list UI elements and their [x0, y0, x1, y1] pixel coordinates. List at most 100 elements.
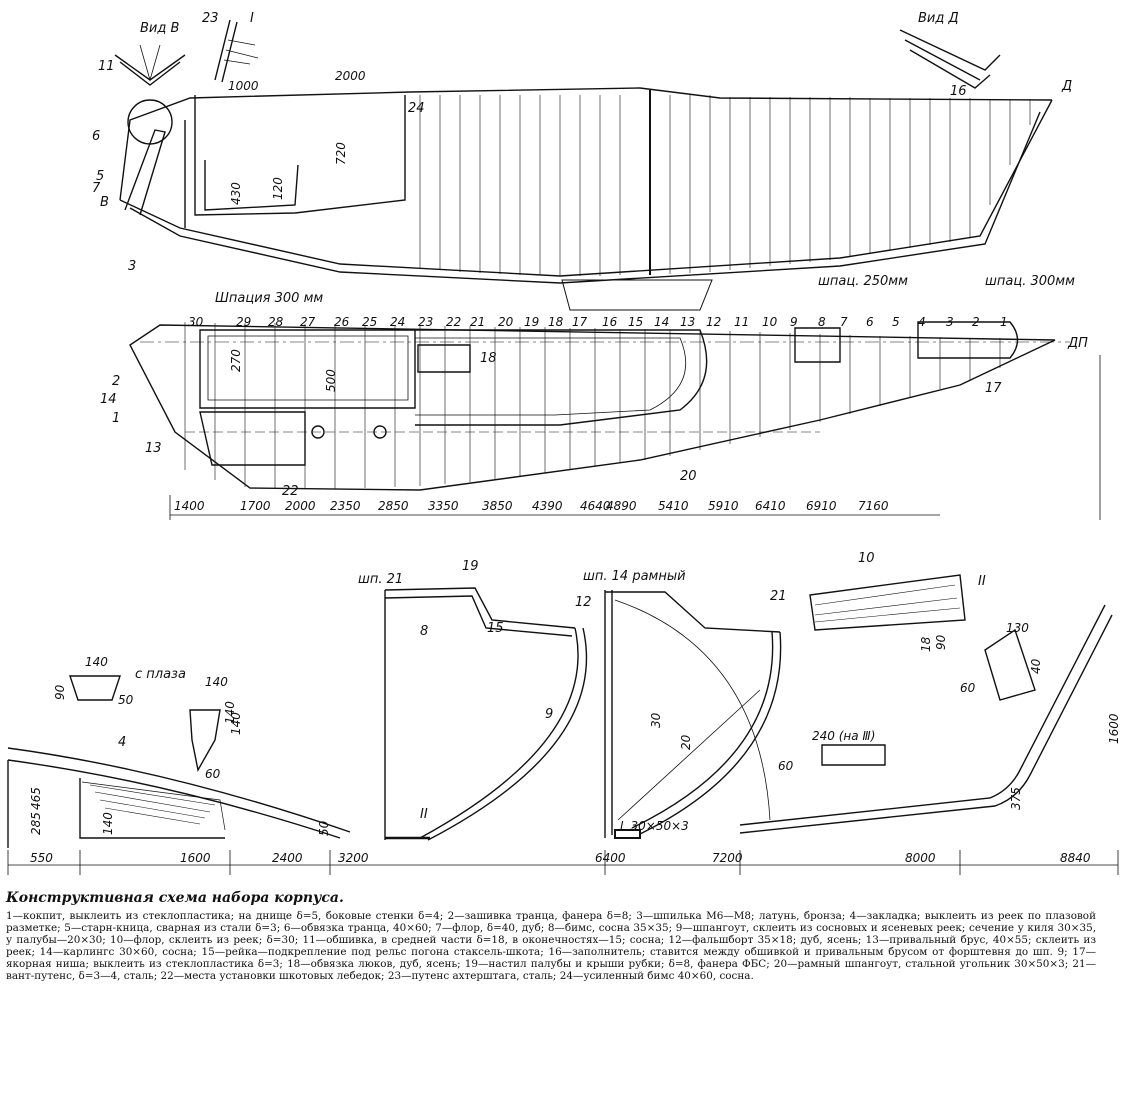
plan-dimension: 500: [324, 369, 338, 392]
station-number: 27: [300, 315, 316, 329]
winch-position: [373, 425, 387, 439]
station-number: 2: [972, 315, 980, 329]
station-number: 18: [548, 315, 564, 329]
station-number: 22: [446, 315, 461, 329]
hull-bottom-line: [119, 99, 1053, 277]
caption: Конструктивная схема набора корпуса. 1—к…: [6, 880, 1096, 983]
spacing-fwd-label: шпац. 300мм: [985, 274, 1075, 289]
part-number: 24: [408, 101, 425, 116]
station-number: 14: [654, 315, 669, 329]
part-number: 1: [112, 411, 120, 426]
profile-dimension: 1000: [228, 79, 259, 93]
bottom-offset-value: 550: [30, 851, 53, 865]
section-dimension: 90: [934, 634, 948, 650]
section-dimension: 465: [29, 787, 43, 810]
station-number: 17: [572, 315, 588, 329]
part-number: 11: [98, 59, 115, 74]
part-number: 19: [462, 559, 479, 574]
detail-2-label: II: [978, 574, 986, 589]
view-b-sketch: [114, 44, 186, 86]
part-number: 9: [545, 707, 553, 722]
section-dimension: 50: [118, 693, 134, 707]
plan-outline: [129, 324, 1056, 491]
part-number: 17: [985, 381, 1002, 396]
part-number: 12: [575, 595, 592, 610]
part-number: 8: [420, 624, 428, 639]
section-dimension: 90: [53, 684, 67, 700]
part-number: 5: [96, 169, 104, 184]
part-number: 18: [480, 351, 497, 366]
arrow-d-label: Д: [1061, 79, 1072, 94]
station-number: 4: [918, 315, 926, 329]
transom: [124, 129, 166, 216]
spacing-aft-label: Шпация 300 мм: [215, 291, 323, 306]
plan-dimensions: 270 500: [229, 349, 338, 392]
part-number: 22: [282, 484, 299, 499]
from-loft-label: с плаза: [135, 667, 186, 682]
profile-dimension: 430: [229, 182, 243, 205]
bottom-offset-value: 8000: [905, 851, 936, 865]
deck-plan-view: [129, 321, 1070, 491]
plan-dimension: 270: [229, 349, 243, 372]
bottom-offset-value: 2400: [272, 851, 303, 865]
section-dimension: 140: [205, 675, 228, 689]
part-number: 2: [112, 374, 120, 389]
station-number: 21: [470, 315, 485, 329]
station-number: 16: [602, 315, 618, 329]
section-dimension: 40: [1029, 658, 1043, 674]
station-number: 20: [498, 315, 514, 329]
station-number: 29: [236, 315, 251, 329]
station-number: 3: [946, 315, 954, 329]
cabin-outline: [415, 329, 708, 426]
part-number: 4: [118, 735, 126, 750]
part-number: 14: [100, 392, 117, 407]
bottom-offset-value: 7200: [712, 851, 743, 865]
detail-1-label: I: [250, 11, 254, 26]
station-number: 26: [334, 315, 350, 329]
part-number: 21: [770, 589, 787, 604]
loft-profile-b: [189, 709, 221, 772]
offset-value: 6410: [755, 499, 786, 513]
profile-dimension: 2000: [335, 69, 366, 83]
offset-value: 4390: [532, 499, 563, 513]
station-number: 6: [866, 315, 874, 329]
section-dimension: 60: [778, 759, 794, 773]
offset-value: 4640: [580, 499, 611, 513]
caption-legend: 1—кокпит, выклеить из стеклопластика; на…: [6, 910, 1096, 983]
section-dimension: 18: [919, 636, 933, 652]
section-dimension: 60: [960, 681, 976, 695]
side-profile-view: [119, 87, 1053, 311]
section-dimension: 375: [1009, 787, 1023, 810]
offset-value: 7160: [858, 499, 889, 513]
profile-dimension: 120: [271, 177, 285, 200]
plan-dimension-line: [169, 355, 1101, 520]
detail-1-circle: [127, 99, 173, 145]
offset-value: 3350: [428, 499, 459, 513]
section-dimension: 240 (на Ⅲ): [812, 729, 875, 743]
bottom-offset-value: 1600: [180, 851, 211, 865]
station-number: 7: [840, 315, 848, 329]
profile-dimension: 720: [334, 142, 348, 165]
station-number: 23: [418, 315, 433, 329]
keel-detail: [809, 574, 966, 631]
station-number: 30: [188, 315, 204, 329]
cockpit-profile: [194, 95, 406, 216]
section-dimension: 140: [101, 812, 115, 835]
station-number: 10: [762, 315, 778, 329]
fore-hatch: [794, 327, 841, 363]
view-d-sketch: [899, 29, 1001, 89]
section-14-label: шп. 14 рамный: [583, 569, 686, 584]
section-frame-14: [604, 590, 782, 839]
station-number: 9: [790, 315, 798, 329]
part-number: 13: [145, 441, 162, 456]
part-number: 10: [858, 551, 875, 566]
spacing-mid-label: шпац. 250мм: [818, 274, 908, 289]
part-number: 6: [92, 129, 100, 144]
station-number: 24: [390, 315, 405, 329]
part-number: 23: [202, 11, 219, 26]
section-dimension: 140: [229, 712, 243, 735]
